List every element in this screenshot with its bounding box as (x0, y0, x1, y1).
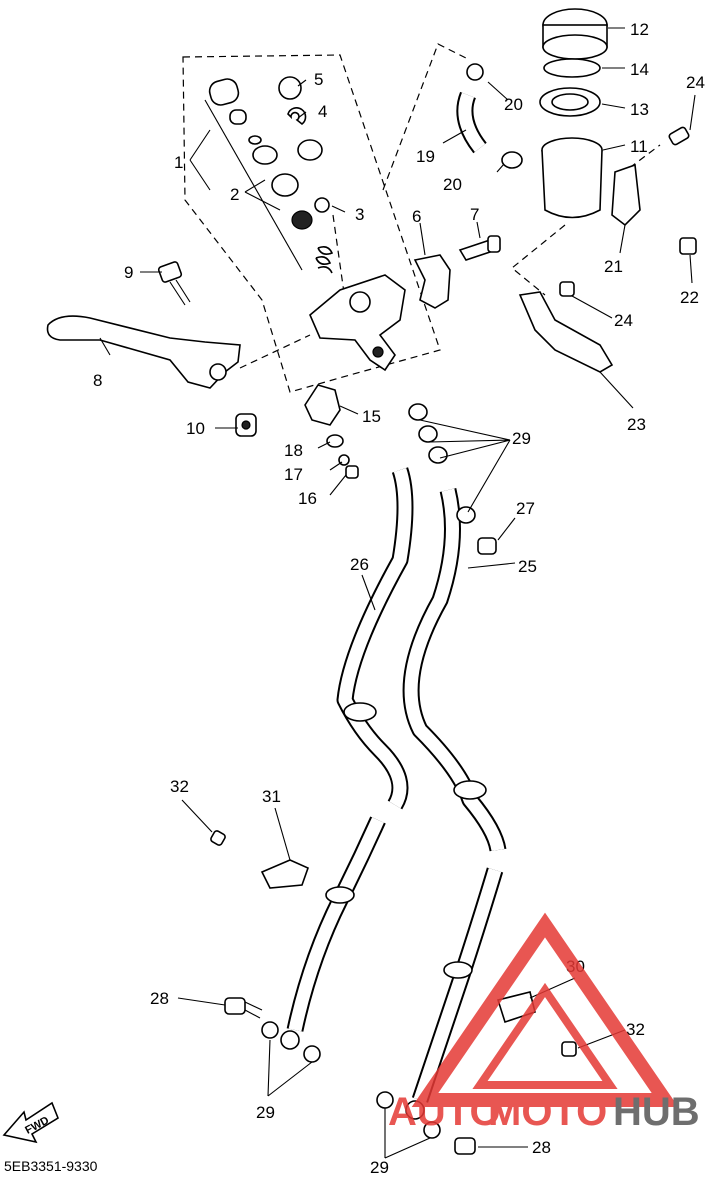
callout-18: 18 (284, 441, 303, 460)
watermark: AUTO MOTO HUB (388, 912, 700, 1134)
callout-17: 17 (284, 465, 303, 484)
brake-switch (304, 384, 341, 426)
callout-11: 11 (630, 137, 648, 156)
union-washers (261, 403, 476, 1139)
callout-20-lower: 20 (443, 175, 462, 194)
reservoir-assembly (539, 8, 608, 219)
callout-21: 21 (604, 257, 623, 276)
handlebar-clamp (413, 254, 451, 309)
callout-10: 10 (186, 419, 205, 438)
callout-4: 4 (318, 102, 327, 121)
callout-14: 14 (630, 60, 649, 79)
callout-23: 23 (627, 415, 646, 434)
callout-15: 15 (362, 407, 381, 426)
watermark-text-auto: AUTO (388, 1090, 501, 1134)
callout-1: 1 (174, 153, 183, 172)
pin-to-body-line (332, 214, 346, 301)
callout-5: 5 (314, 70, 323, 89)
leader-lines (99, 27, 696, 1159)
callout-3: 3 (355, 205, 364, 224)
union-bolts (224, 537, 497, 1155)
callout-24-upper: 24 (686, 73, 705, 92)
bracket-bolts (559, 126, 697, 297)
reservoir-bracket (611, 163, 641, 227)
callout-13: 13 (630, 100, 649, 119)
callout-12: 12 (630, 20, 649, 39)
clamp-bolt (458, 235, 501, 261)
callout-2: 2 (230, 185, 239, 204)
callout-16: 16 (298, 489, 317, 508)
callout-29-bottom: 29 (370, 1158, 389, 1177)
bracket-to-cap-line (619, 144, 661, 176)
reservoir-to-master-line (511, 224, 566, 296)
switch-small-parts (326, 434, 359, 479)
watermark-text-hub: HUB (613, 1090, 700, 1134)
pivot-bolt (157, 261, 191, 306)
drawing-code: 5EB3351-9330 (4, 1158, 98, 1174)
forward-arrow-icon: FWD (2, 1101, 59, 1144)
master-cylinder-body (309, 274, 406, 372)
callout-7: 7 (470, 205, 479, 224)
callout-19: 19 (416, 147, 435, 166)
brake-hoses (280, 467, 507, 1120)
pivot-nut (235, 413, 257, 437)
callout-29-upper: 29 (512, 429, 531, 448)
callout-32-right: 32 (626, 1020, 645, 1039)
master-cylinder-kit-outline (182, 54, 441, 393)
callout-26: 26 (350, 555, 369, 574)
watermark-text-moto: MOTO (488, 1090, 607, 1134)
callout-28-left: 28 (150, 989, 169, 1008)
callout-31: 31 (262, 787, 281, 806)
hose-guide-bracket (518, 291, 614, 373)
callout-9: 9 (124, 263, 133, 282)
brake-lever (46, 315, 241, 389)
piston-kit-parts (204, 76, 334, 274)
callout-28-right: 28 (532, 1138, 551, 1157)
callout-27: 27 (516, 499, 535, 518)
callout-24-lower: 24 (614, 311, 633, 330)
reservoir-hose (456, 63, 523, 169)
callout-25: 25 (518, 557, 537, 576)
kit-to-lever-line (239, 334, 311, 369)
callout-32-left: 32 (170, 777, 189, 796)
callout-20-upper: 20 (504, 95, 523, 114)
callout-6: 6 (412, 207, 421, 226)
fwd-label: FWD (23, 1114, 51, 1136)
callout-8: 8 (93, 371, 102, 390)
callout-labels: 1 2 3 4 5 6 7 8 9 10 11 12 13 14 15 16 1… (93, 20, 705, 1177)
reservoir-hose-outline (382, 43, 471, 191)
callout-29-left: 29 (256, 1103, 275, 1122)
callout-22: 22 (680, 288, 699, 307)
